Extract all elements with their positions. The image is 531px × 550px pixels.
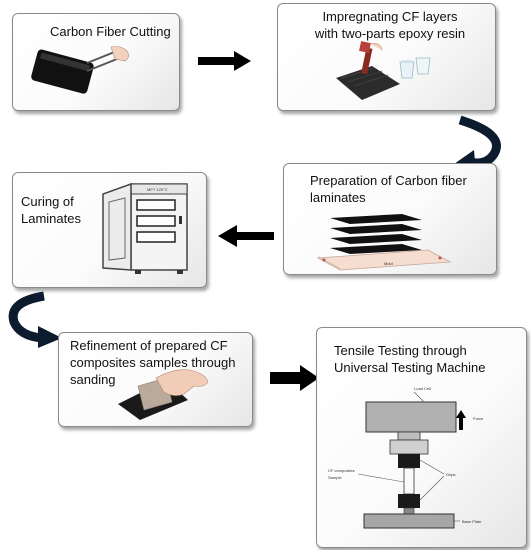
arrow-right-2 [270,365,319,391]
utm-diagram: Load Cell Force Base Plate Grips CF comp… [328,386,484,529]
curved-arrow-left [8,291,62,348]
arrow-right-1 [198,51,251,71]
step-box-tensile [316,327,527,548]
load-cell-label: Load Cell [414,386,431,391]
sample-label-line2: Sample [328,475,342,480]
force-label: Force [473,416,484,421]
step-label-preparation: Preparation of Carbon fiber laminates [310,173,467,205]
carbon-fiber-cutting-illustration [31,46,129,94]
step-label-curing: Curing of Laminates [21,194,81,226]
step-label-tensile: Tensile Testing through Universal Testin… [334,343,486,375]
oven-illustration: MFY 120°C [102,182,188,274]
step-label-refinement: Refinement of prepared CF composites sam… [70,338,236,387]
laminates-illustration: Mold [316,214,452,271]
step-label-impregnating: Impregnating CF layers with two-parts ep… [314,9,466,41]
base-plate-label: Base Plate [462,519,482,524]
oven-text: MFY 120°C [147,187,168,192]
sample-label-line1: CF composites [328,468,355,473]
step-box-impregnating [277,3,496,111]
mold-label: Mold [384,261,393,266]
impregnating-illustration [336,41,431,100]
grips-label: Grips [446,472,456,477]
sanding-illustration [118,369,209,420]
step-label-cutting: Carbon Fiber Cutting [50,24,171,39]
arrow-left [218,225,274,247]
